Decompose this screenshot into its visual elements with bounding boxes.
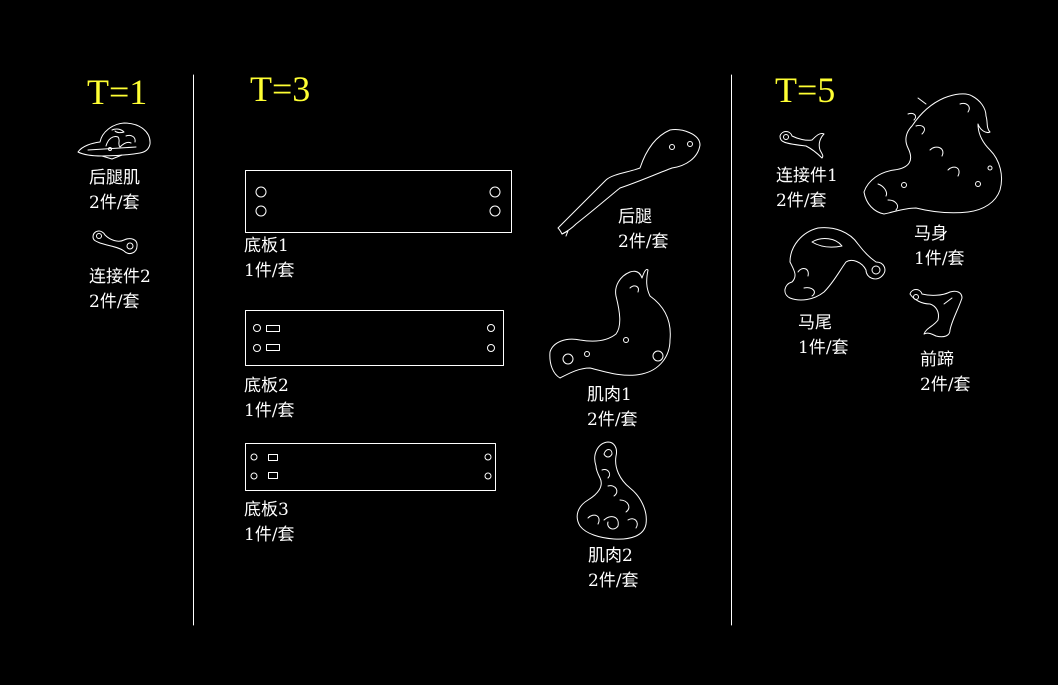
label-di-ban1: 底板1 1件/套 (244, 234, 295, 283)
part-qty: 1件/套 (244, 524, 295, 545)
shape-di-ban1 (245, 170, 512, 233)
label-ma-wei: 马尾 1件/套 (798, 311, 849, 360)
label-ji-rou2: 肌肉2 2件/套 (588, 544, 639, 593)
section-heading-t5: T=5 (775, 70, 836, 110)
shape-qian-ti (909, 289, 963, 338)
part-qty: 2件/套 (588, 570, 639, 591)
part-qty: 2件/套 (920, 374, 971, 395)
label-ma-shen: 马身 1件/套 (914, 222, 965, 271)
part-name: 肌肉2 (588, 546, 633, 566)
part-qty: 2件/套 (587, 409, 638, 430)
label-di-ban2: 底板2 1件/套 (244, 374, 295, 423)
part-name: 底板1 (244, 236, 289, 256)
shape-hou-tui-ji (77, 122, 151, 160)
label-hou-tui-ji: 后腿肌 2件/套 (89, 166, 140, 215)
part-qty: 2件/套 (618, 231, 669, 252)
part-qty: 1件/套 (244, 400, 295, 421)
part-name: 连接件2 (89, 267, 151, 287)
section-heading-t3: T=3 (250, 69, 311, 109)
label-ji-rou1: 肌肉1 2件/套 (587, 383, 638, 432)
label-lian-jie-jian1: 连接件1 2件/套 (776, 164, 838, 213)
shape-ma-shen (863, 93, 1003, 215)
label-qian-ti: 前蹄 2件/套 (920, 348, 971, 397)
part-qty: 2件/套 (776, 190, 827, 211)
part-name: 后腿肌 (89, 168, 140, 188)
shape-hou-tui (557, 129, 701, 237)
shape-lian-jie-jian1 (779, 131, 825, 159)
shape-lian-jie-jian2 (92, 230, 138, 254)
part-qty: 1件/套 (244, 260, 295, 281)
part-name: 底板3 (244, 500, 289, 520)
shape-di-ban3 (245, 443, 496, 491)
section-heading-t1: T=1 (87, 72, 148, 112)
shape-ma-wei (784, 227, 886, 301)
part-name: 前蹄 (920, 350, 954, 370)
part-name: 底板2 (244, 376, 289, 396)
part-qty: 1件/套 (798, 337, 849, 358)
part-name: 后腿 (618, 207, 652, 227)
part-name: 马尾 (798, 313, 832, 333)
shape-ji-rou1 (549, 269, 671, 379)
part-name: 肌肉1 (587, 385, 632, 405)
part-qty: 1件/套 (914, 248, 965, 269)
shape-di-ban2 (245, 310, 504, 366)
part-qty: 2件/套 (89, 192, 140, 213)
label-hou-tui: 后腿 2件/套 (618, 205, 669, 254)
label-di-ban3: 底板3 1件/套 (244, 498, 295, 547)
part-name: 马身 (914, 224, 948, 244)
shape-ji-rou2 (576, 441, 647, 540)
label-lian-jie-jian2: 连接件2 2件/套 (89, 265, 151, 314)
part-name: 连接件1 (776, 166, 838, 186)
part-qty: 2件/套 (89, 291, 140, 312)
